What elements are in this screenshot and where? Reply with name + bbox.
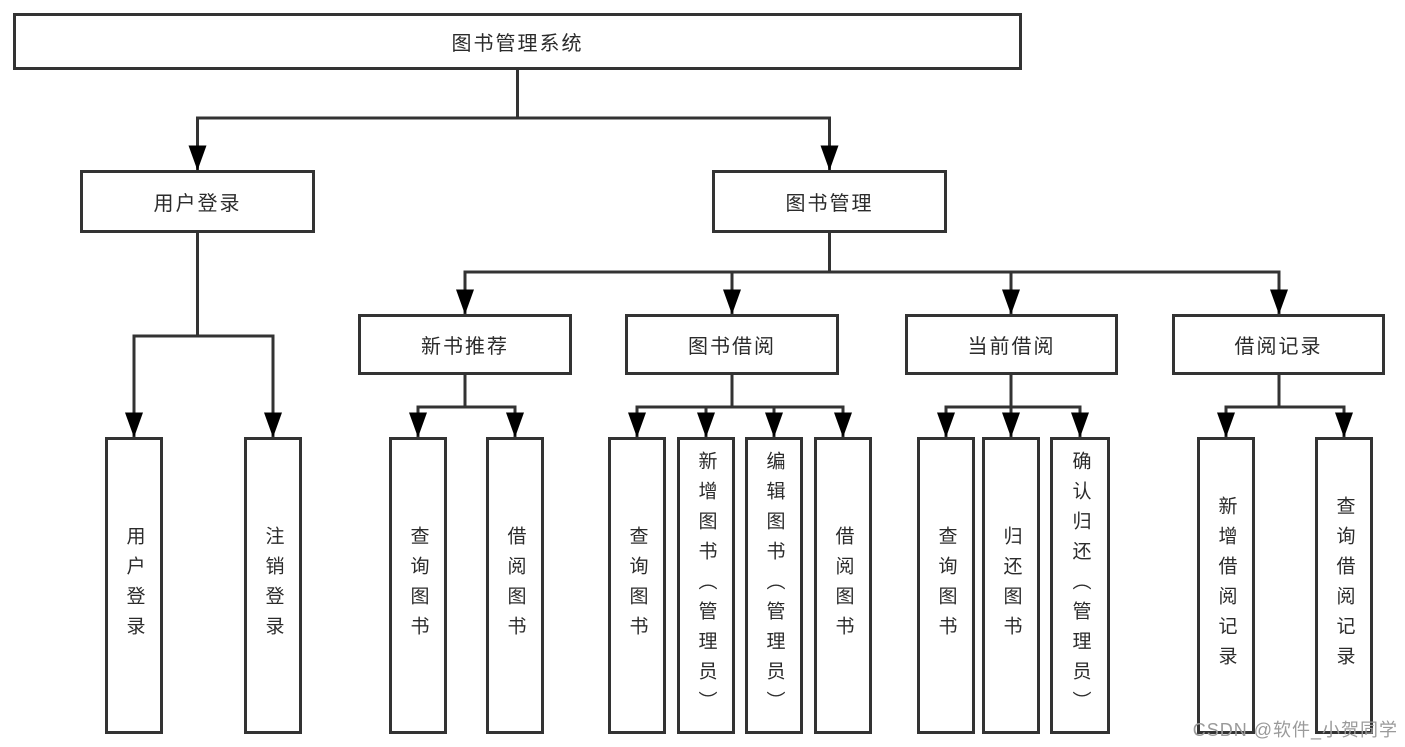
node-user-login: 用户登录 xyxy=(80,170,315,233)
leaf-return-book: 归还图书 xyxy=(982,437,1040,734)
leaf-label: 查询借阅记录 xyxy=(1333,495,1355,676)
leaf-label: 新增借阅记录 xyxy=(1215,495,1237,676)
node-label: 图书管理 xyxy=(785,193,874,215)
leaf-label: 借阅图书 xyxy=(504,525,526,646)
leaf-label: 注销登录 xyxy=(262,525,284,646)
node-book-borrow: 图书借阅 xyxy=(625,314,839,375)
node-borrow-records: 借阅记录 xyxy=(1172,314,1385,375)
leaf-label: 查询图书 xyxy=(626,525,648,646)
node-label: 图书借阅 xyxy=(688,336,776,358)
node-library-management-system: 图书管理系统 xyxy=(13,13,1022,70)
node-book-management: 图书管理 xyxy=(712,170,947,233)
edge-current-borrow-to-leaves xyxy=(937,373,1089,438)
leaf-label: 查询图书 xyxy=(407,525,429,646)
leaf-edit-book-admin: 编辑图书（管理员） xyxy=(745,437,803,734)
leaf-query-books-2: 查询图书 xyxy=(608,437,666,734)
leaf-query-books-3: 查询图书 xyxy=(917,437,975,734)
leaf-confirm-return-admin: 确认归还（管理员） xyxy=(1050,437,1110,734)
node-current-borrow: 当前借阅 xyxy=(905,314,1118,375)
node-label: 借阅记录 xyxy=(1234,336,1323,358)
leaf-label: 新增图书（管理员） xyxy=(695,450,717,721)
leaf-query-borrow-record: 查询借阅记录 xyxy=(1315,437,1373,734)
leaf-label: 确认归还（管理员） xyxy=(1069,450,1091,721)
node-label: 图书管理系统 xyxy=(451,33,584,55)
leaf-add-borrow-record: 新增借阅记录 xyxy=(1197,437,1255,734)
leaf-user-login: 用户登录 xyxy=(105,437,163,734)
leaf-add-book-admin: 新增图书（管理员） xyxy=(677,437,735,734)
edge-user-login-to-leaves xyxy=(125,231,282,438)
leaf-label: 借阅图书 xyxy=(832,525,854,646)
node-label: 新书推荐 xyxy=(421,336,509,358)
leaf-label: 归还图书 xyxy=(1000,525,1022,646)
edge-borrow-records-to-leaves xyxy=(1217,373,1353,438)
edge-group xyxy=(125,68,1353,438)
node-label: 当前借阅 xyxy=(967,336,1056,358)
leaf-borrow-books-2: 借阅图书 xyxy=(814,437,872,734)
node-new-book-recommend: 新书推荐 xyxy=(358,314,572,375)
edge-new-book-recommend-to-leaves xyxy=(409,373,524,438)
edge-book-borrow-to-leaves xyxy=(628,373,852,438)
leaf-label: 查询图书 xyxy=(935,525,957,646)
leaf-label: 编辑图书（管理员） xyxy=(763,450,785,721)
leaf-label: 用户登录 xyxy=(123,525,145,646)
leaf-query-books-1: 查询图书 xyxy=(389,437,447,734)
edge-book-management-to-level3 xyxy=(456,231,1288,315)
node-label: 用户登录 xyxy=(153,193,242,215)
edge-root-to-level2 xyxy=(188,68,839,171)
csdn-watermark: CSDN @软件_小贺同学 xyxy=(1192,720,1398,740)
leaf-logout: 注销登录 xyxy=(244,437,302,734)
leaf-borrow-books-1: 借阅图书 xyxy=(486,437,544,734)
